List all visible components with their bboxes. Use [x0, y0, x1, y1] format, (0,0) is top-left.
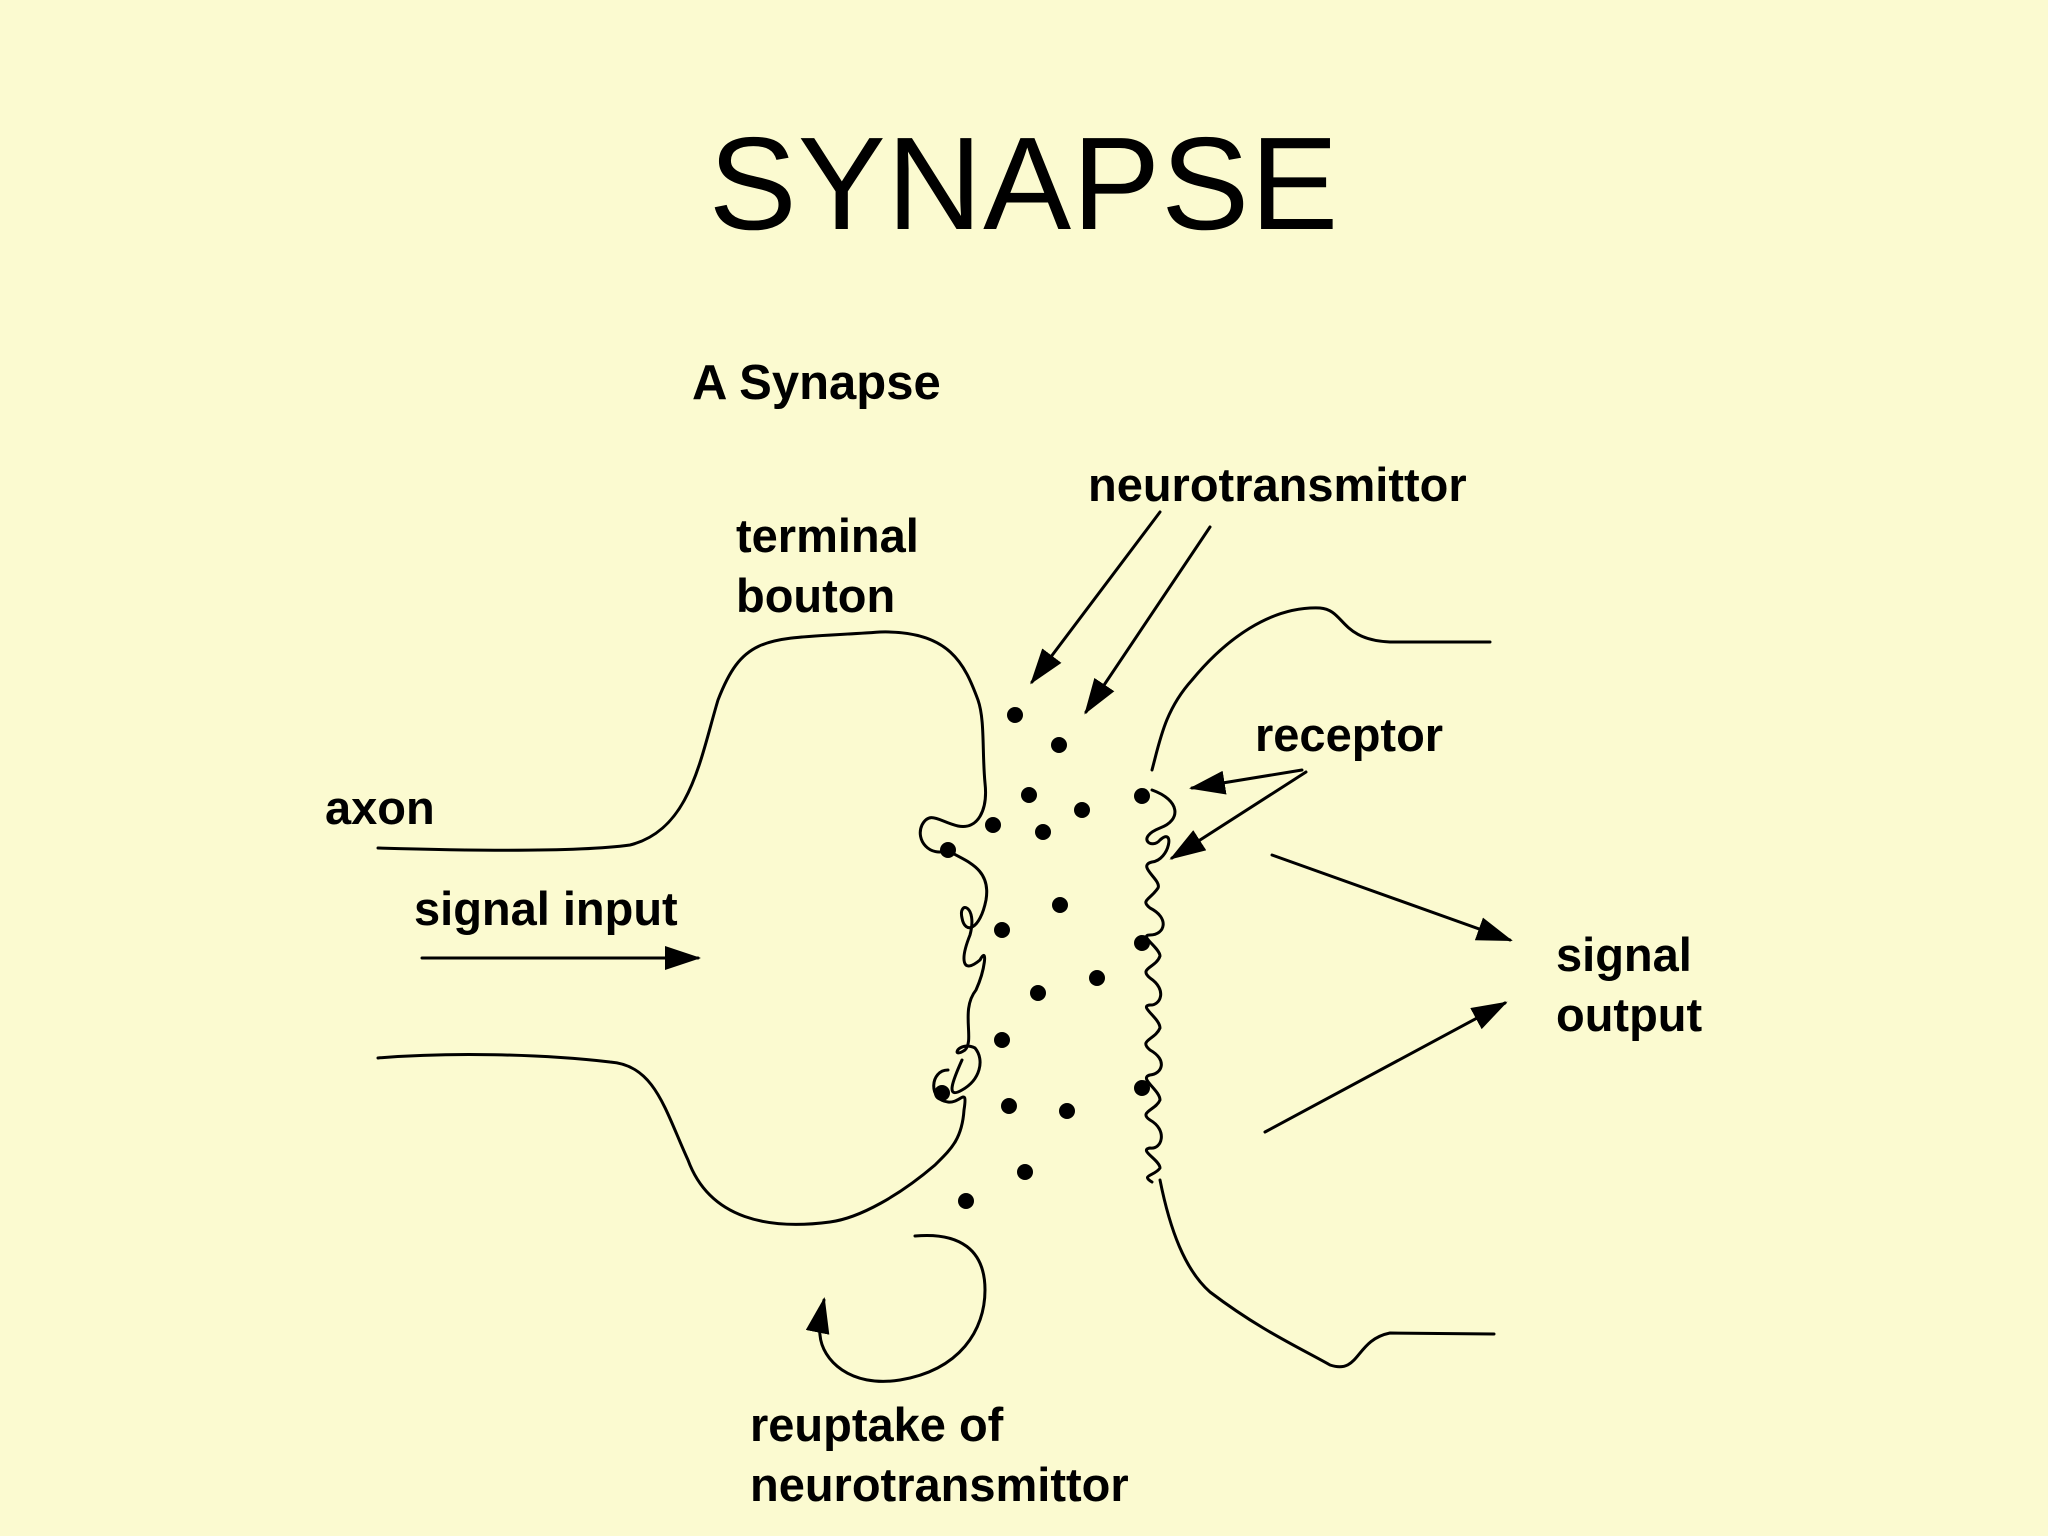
neurotransmitter-dot: [1007, 707, 1023, 723]
neurotransmittor-arrow-1: [1030, 510, 1162, 685]
presynaptic-membrane-lower: [376, 1053, 967, 1226]
label-terminal-bouton-line1: terminal: [736, 509, 919, 562]
neurotransmitter-dot: [1134, 1080, 1150, 1096]
label-reuptake: reuptake of neurotransmittor: [750, 1395, 1129, 1515]
neurotransmitter-dot: [994, 1032, 1010, 1048]
receptor-arrow-2: [1169, 770, 1308, 860]
label-signal-input: signal input: [414, 882, 678, 935]
neurotransmitter-dot: [1021, 787, 1037, 803]
label-signal-output: signal output: [1556, 925, 1702, 1045]
label-terminal-bouton: terminal bouton: [736, 506, 919, 626]
label-reuptake-line2: neurotransmittor: [750, 1458, 1129, 1511]
diagram-caption: A Synapse: [692, 356, 941, 410]
presynaptic-membrane-middle: [946, 848, 989, 1094]
neurotransmitter-dot: [958, 1193, 974, 1209]
label-signal-output-line1: signal: [1556, 928, 1692, 981]
receptor-arrow-1: [1189, 768, 1304, 795]
signal-output-arrow-lower: [1263, 1001, 1508, 1134]
label-signal-output-line2: output: [1556, 988, 1703, 1041]
neurotransmitter-dot: [1030, 985, 1046, 1001]
neurotransmitter-dot: [1035, 824, 1051, 840]
neurotransmitter-molecules: [934, 707, 1150, 1209]
neurotransmitter-dot: [940, 842, 956, 858]
neurotransmitter-dot: [1052, 897, 1068, 913]
neurotransmitter-dot: [1074, 802, 1090, 818]
neurotransmitter-dot: [1059, 1103, 1075, 1119]
neurotransmitter-dot: [934, 1085, 950, 1101]
postsynaptic-membrane-lower: [1158, 1178, 1496, 1369]
neurotransmitter-dot: [1001, 1098, 1017, 1114]
signal-output-arrow-upper: [1270, 853, 1513, 942]
neurotransmitter-dot: [1134, 788, 1150, 804]
slide-title: SYNAPSE: [708, 110, 1340, 257]
neurotransmitter-dot: [1051, 737, 1067, 753]
reuptake-loop: [805, 1233, 987, 1383]
postsynaptic-membrane-upper: [1150, 606, 1492, 772]
neurotransmittor-arrow-2: [1084, 525, 1212, 715]
neurotransmitter-dot: [1089, 970, 1105, 986]
label-receptor: receptor: [1255, 708, 1444, 761]
label-neurotransmittor: neurotransmittor: [1088, 458, 1467, 511]
neurotransmitter-dot: [994, 922, 1010, 938]
label-terminal-bouton-line2: bouton: [736, 569, 896, 622]
receptor-membrane: [1144, 788, 1177, 1184]
neurotransmitter-dot: [1017, 1164, 1033, 1180]
neurotransmitter-dot: [985, 817, 1001, 833]
neurotransmitter-dot: [1134, 935, 1150, 951]
label-axon: axon: [325, 781, 435, 834]
presynaptic-membrane-upper: [376, 630, 988, 854]
label-reuptake-line1: reuptake of: [750, 1398, 1004, 1451]
